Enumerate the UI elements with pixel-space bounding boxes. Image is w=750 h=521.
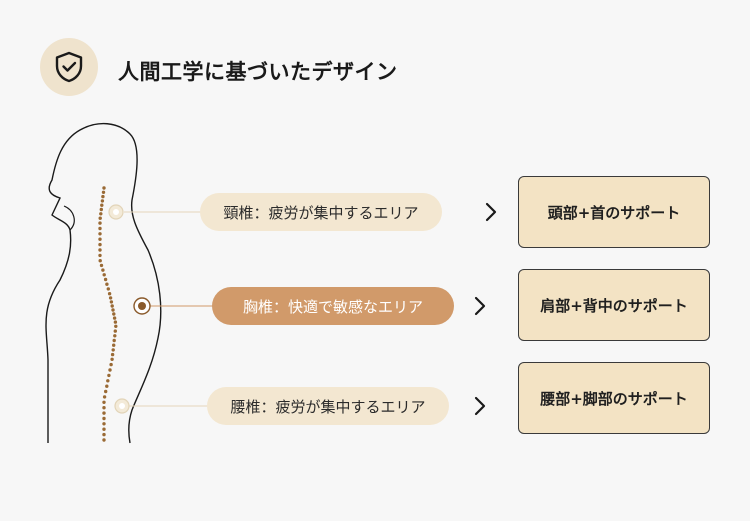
spine-dot — [98, 216, 102, 220]
spine-dot — [99, 212, 103, 216]
spine-dot — [114, 324, 118, 328]
zone-pill-neck: 頸椎：疲労が集中するエリア — [200, 193, 442, 231]
spine-dot — [102, 411, 106, 415]
spine-dot — [98, 242, 102, 247]
spine-dot — [98, 248, 102, 252]
spine-dot — [98, 253, 102, 258]
body-silhouette — [45, 123, 214, 444]
chevron-right-icon — [481, 199, 501, 225]
spine-dot — [110, 357, 114, 361]
spine-dot — [102, 186, 106, 190]
spine-dot — [111, 308, 115, 312]
support-box-waist-legs: 腰部+脚部のサポート — [518, 362, 710, 434]
support-box-head-neck: 頭部+首のサポート — [518, 176, 710, 248]
chevron-right-icon — [470, 293, 490, 319]
spine-dot — [101, 194, 105, 199]
spine-dot — [113, 320, 118, 324]
waist-marker-center — [119, 403, 125, 409]
back-outline — [45, 123, 162, 444]
zone-pill-chest: 胸椎：快適で敏感なエリア — [212, 287, 454, 325]
spine-dot — [98, 232, 102, 236]
spine-dot — [112, 343, 116, 347]
spine-dot — [102, 432, 106, 437]
spine-dot — [112, 312, 116, 316]
spine-dot — [111, 348, 115, 352]
spine-dot — [112, 338, 116, 343]
spine-dot — [101, 268, 105, 272]
spine-dot — [100, 203, 104, 207]
spine-dot — [102, 400, 106, 404]
spine-dot — [112, 316, 117, 320]
spine-dot — [110, 352, 115, 357]
spine-dot — [98, 259, 102, 263]
spine-dots — [98, 186, 118, 442]
shield-badge — [40, 38, 98, 96]
face-outline — [63, 205, 75, 231]
spine-dot — [98, 226, 102, 231]
spine-dot — [102, 273, 106, 277]
spine-dot — [106, 379, 110, 383]
spine-dot — [98, 221, 102, 225]
spine-dot — [105, 282, 109, 286]
support-box-shoulder-back: 肩部+背中のサポート — [518, 269, 710, 341]
spine-dot — [108, 368, 112, 372]
spine-dot — [101, 190, 106, 194]
neck-marker-center — [113, 209, 119, 215]
spine-dot — [102, 422, 106, 426]
spine-dot — [106, 287, 111, 291]
spine-dot — [102, 406, 106, 410]
spine-dot — [105, 384, 109, 388]
spine-dot — [102, 438, 106, 442]
page-title: 人間工学に基づいたデザイン — [118, 60, 398, 84]
chevron-right-icon — [470, 393, 490, 419]
spine-dot — [99, 207, 104, 212]
shield-check-icon — [55, 51, 83, 83]
spine-dot — [109, 300, 114, 304]
zone-pill-waist: 腰椎：疲労が集中するエリア — [207, 387, 449, 425]
spine-dot — [113, 329, 118, 333]
spine-dot — [102, 416, 106, 421]
spine-dot — [103, 277, 108, 282]
spine-dot — [104, 389, 108, 394]
spine-dot — [110, 304, 114, 308]
spine-dot — [102, 395, 107, 399]
spine-dot — [98, 237, 102, 241]
spine-dot — [99, 263, 104, 268]
spine-dot — [108, 296, 113, 300]
spine-dot — [109, 362, 113, 367]
spine-dot — [107, 292, 112, 296]
spine-dot — [113, 334, 117, 338]
chest-marker-center — [138, 302, 146, 310]
spine-dot — [102, 427, 106, 431]
spine-dot — [100, 199, 105, 203]
spine-dot — [107, 373, 111, 378]
